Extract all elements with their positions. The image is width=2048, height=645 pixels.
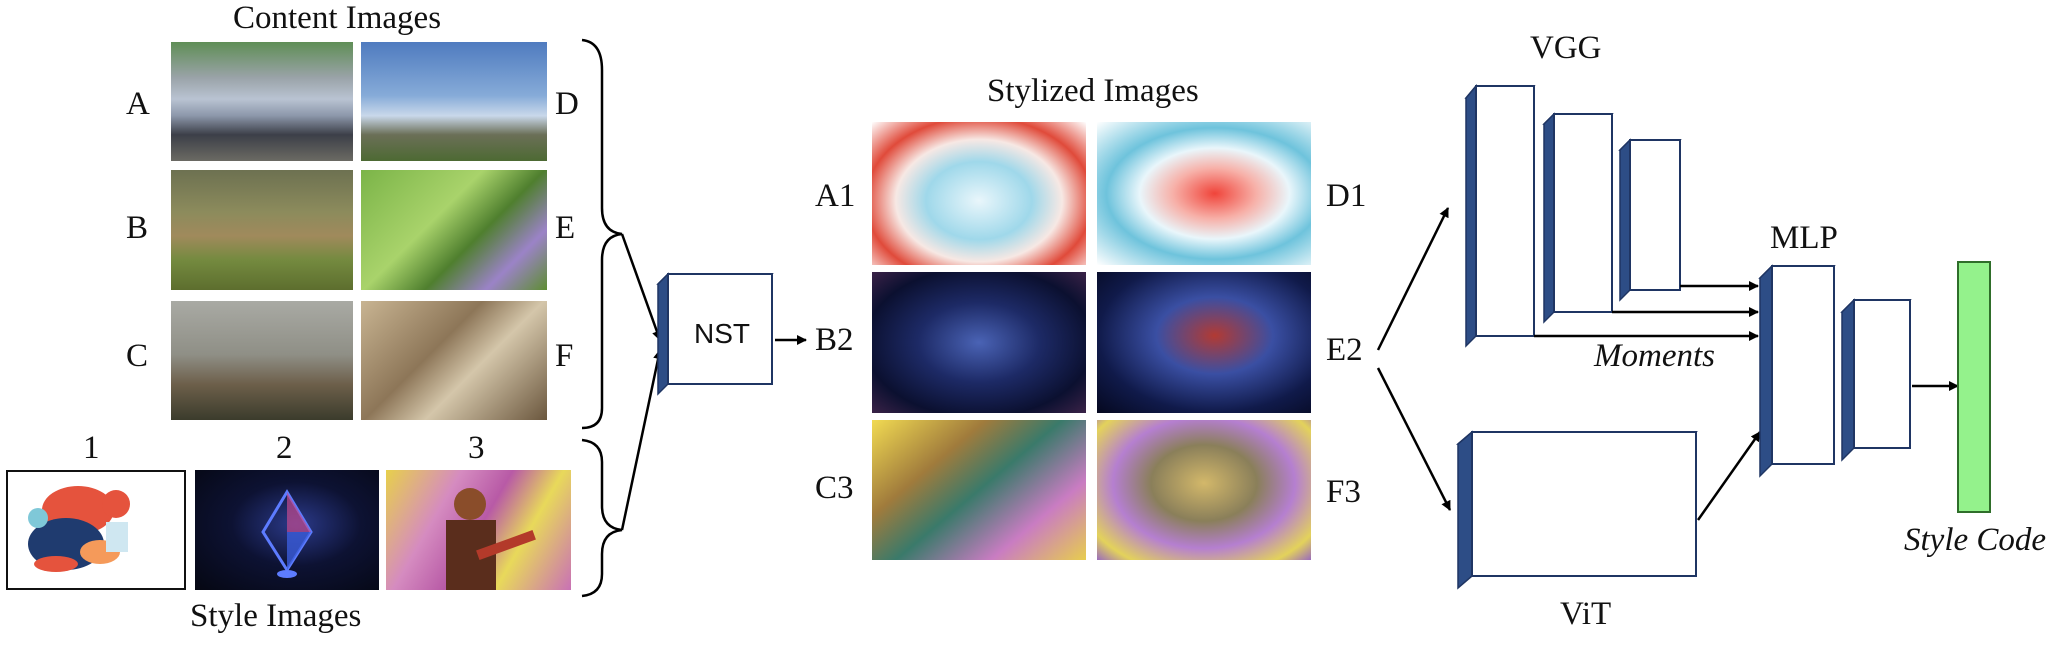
content-brace-lower (581, 438, 623, 598)
content-label-f: F (555, 338, 574, 374)
mlp-block-2 (1840, 298, 1912, 462)
nst-label: NST (694, 318, 750, 349)
arrow-to-vgg (1376, 207, 1450, 351)
content-label-c: C (126, 338, 149, 374)
style-image-1 (6, 470, 186, 590)
arrow-vit-to-mlp (1696, 431, 1762, 521)
stylized-label-d1: D1 (1326, 178, 1367, 214)
stylized-label-f3: F3 (1326, 474, 1361, 510)
content-image-deer (171, 170, 353, 290)
content-label-a: A (126, 86, 150, 122)
style-image-3 (386, 470, 571, 590)
mlp-label: MLP (1770, 220, 1838, 256)
content-image-lynx (361, 301, 547, 420)
arrow-to-vit (1376, 367, 1452, 511)
style-label-2: 2 (276, 430, 293, 466)
stylized-image-f3 (1097, 420, 1311, 560)
style-label-1: 1 (83, 430, 100, 466)
style-image-2 (195, 470, 379, 590)
content-label-d: D (555, 86, 579, 122)
vgg-block-1 (1464, 83, 1536, 348)
stylized-image-c3 (872, 420, 1086, 560)
content-image-bird (171, 301, 353, 420)
content-brace-upper (581, 38, 623, 430)
stylized-label-b2: B2 (815, 322, 854, 358)
stylized-image-d1 (1097, 122, 1311, 265)
content-label-b: B (126, 210, 149, 246)
content-label-e: E (555, 210, 576, 246)
arrow-style-to-nst (620, 349, 664, 531)
vit-block (1455, 430, 1699, 590)
vgg-block-2 (1542, 112, 1614, 324)
style-label-3: 3 (468, 430, 485, 466)
vgg-block-3 (1618, 138, 1682, 302)
nst-block (656, 272, 774, 396)
moments-label: Moments (1594, 338, 1715, 374)
style-code-bar (1957, 261, 1991, 513)
stylized-label-a1: A1 (815, 178, 856, 214)
vit-label: ViT (1560, 596, 1612, 632)
vgg-label: VGG (1530, 30, 1602, 66)
stylized-image-a1 (872, 122, 1086, 265)
mlp-block-1 (1758, 264, 1836, 478)
content-images-title: Content Images (233, 0, 442, 36)
stylized-label-e2: E2 (1326, 332, 1363, 368)
stylized-image-e2 (1097, 272, 1311, 413)
content-image-aircraft (361, 42, 547, 161)
content-image-bee (361, 170, 547, 290)
content-image-car (171, 42, 353, 161)
style-images-title: Style Images (190, 598, 362, 634)
stylized-images-title: Stylized Images (987, 73, 1199, 109)
stylized-image-b2 (872, 272, 1086, 413)
arrow-content-to-nst (620, 233, 662, 341)
style-code-label: Style Code (1904, 522, 2047, 558)
stylized-label-c3: C3 (815, 470, 854, 506)
